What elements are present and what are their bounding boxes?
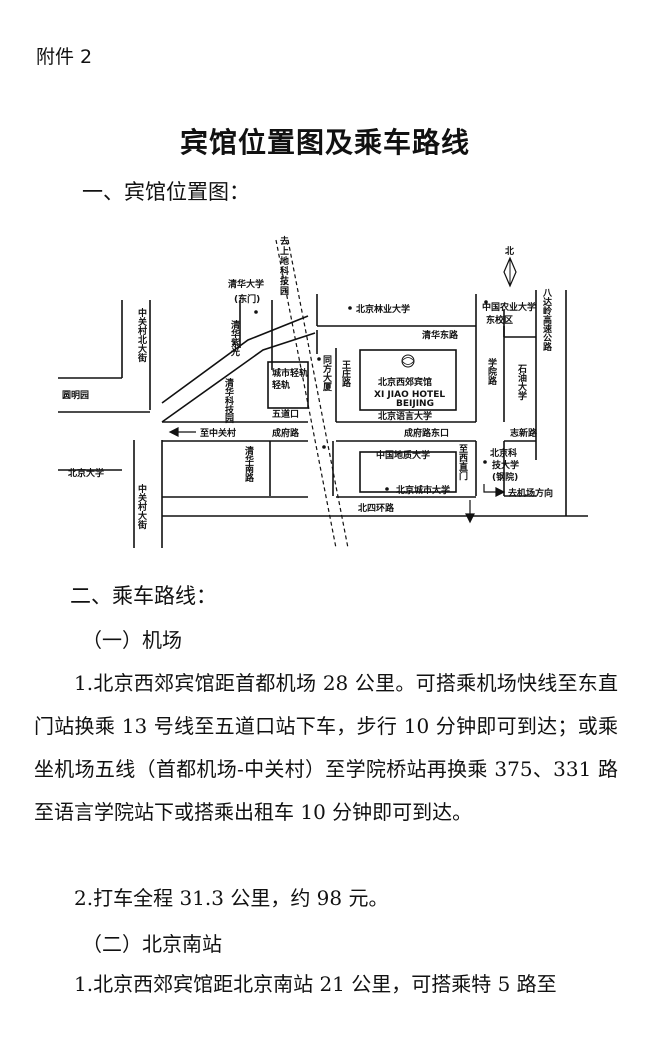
map-label-north: 北 [505,245,514,257]
map-label-east-gate: (东门) [234,293,260,305]
direction-arrows [168,427,506,524]
map-label-hotel-en: XI JIAO HOTEL [374,390,445,400]
map-label-light-rail-b: 轻轨 [272,379,290,391]
north-arrow-icon [503,256,517,288]
map-label-ustb-3: (钢院) [492,471,518,483]
map-label-forestry-univ: 北京林业大学 [356,303,410,315]
map-label-wudaokou: 五道口 [272,408,299,420]
map-label-qinghua-zi: 清华紫光 [229,319,241,357]
map-label-qh-science-park: 清华科技园 [223,377,234,424]
map-label-qh-south: 清华南路 [243,445,254,483]
map-label-chengfu: 成府路 [272,427,300,439]
map-label-hotel-city: BEIJING [396,399,434,409]
location-map: 北 清华大学 (东门) 去上地科技园 北京林业大学 中国农业大学 东校区 八达岭… [58,235,588,549]
paragraph-south-station-1: 1.北京西郊宾馆距北京南站 21 公里，可搭乘特 5 路至 [74,972,557,996]
map-label-chengfu-east: 成府路东口 [404,427,449,439]
map-label-zhixin: 志新路 [510,427,538,439]
subheading-south-station: （二）北京南站 [82,932,222,956]
map-label-zhongguancun-north: 中关村北大街 [136,307,148,363]
map-label-city-univ: 北京城市大学 [396,484,450,496]
section-heading-location: 一、宾馆位置图： [82,180,250,204]
map-label-agri-univ: 中国农业大学 [482,301,536,313]
map-label-ustb-1: 北京科 [490,447,517,459]
map-label-qinghua-univ: 清华大学 [228,278,264,290]
paragraph-airport-2: 2.打车全程 31.3 公里，约 98 元。 [74,886,389,910]
hotel-logo-icon [401,354,415,368]
map-label-yuanmingyuan: 圆明园 [62,390,89,401]
map-label-language-univ: 北京语言大学 [378,410,432,422]
map-roads [58,290,588,548]
map-label-ustb-2: 技大学 [492,459,519,471]
map-label-wangzhuang: 王庄路 [340,360,351,388]
map-label-north-4th-ring: 北四环路 [358,502,395,514]
subheading-airport: （一）机场 [82,628,182,652]
map-label-to-xizhimen: 至西直门 [457,444,468,481]
paragraph-airport-1: 1.北京西郊宾馆距首都机场 28 公里。可搭乘机场快线至东直门站换乘 13 号线… [34,671,618,824]
map-label-tongfang: 同方大厦 [321,355,332,392]
map-label-east-campus: 东校区 [486,314,513,326]
page-title: 宾馆位置图及乘车路线 [179,126,470,159]
section-heading-routes: 二、乘车路线： [70,584,217,608]
map-label-badaling: 八达岭高速公路 [541,288,553,352]
map-label-pku: 北京大学 [68,467,104,479]
map-label-to-shangdi: 去上地科技园 [278,235,289,296]
map-label-light-rail: 城市轻轨 [272,367,308,379]
map-label-geo-univ: 中国地质大学 [376,449,430,461]
map-label-hotel-cn: 北京西郊宾馆 [378,376,432,388]
map-label-xueyuan: 学院路 [486,357,497,386]
map-label-shiyou: 石油大学 [516,364,528,401]
attachment-label: 附件 2 [36,46,93,68]
map-label-qinghua-dong: 清华东路 [422,329,459,341]
rail-line [275,239,349,549]
map-label-to-zhongguancun: 至中关村 [200,427,236,439]
map-label-zhongguancun-ave: 中关村大街 [136,483,148,530]
location-dots [254,300,488,491]
map-label-to-airport: 去机场方向 [508,487,553,499]
